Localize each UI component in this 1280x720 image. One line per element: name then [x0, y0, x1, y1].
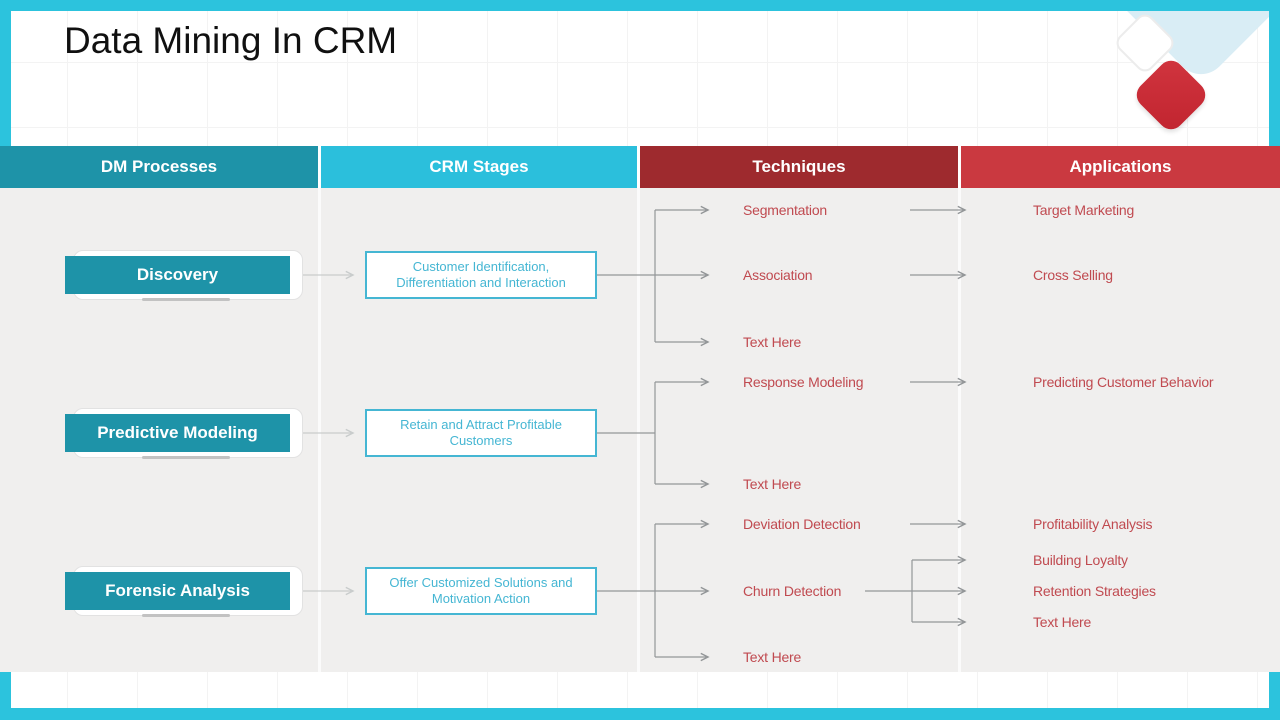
- application-text-here: Text Here: [1033, 614, 1092, 630]
- stage-box-retain: Retain and Attract Profitable Customers: [365, 409, 597, 457]
- process-card-shadow: [142, 456, 230, 459]
- connector-arrows: [301, 205, 967, 662]
- technique-text-here-2: Text Here: [743, 476, 802, 492]
- column-applications: [961, 188, 1280, 672]
- technique-segmentation: Segmentation: [743, 202, 827, 218]
- technique-text-here-1: Text Here: [743, 334, 802, 350]
- stage-box-offer: Offer Customized Solutions and Motivatio…: [365, 567, 597, 615]
- application-cross-selling: Cross Selling: [1033, 267, 1113, 283]
- column-header-row: DM Processes CRM Stages Techniques Appli…: [0, 146, 1280, 188]
- process-forensic-analysis: Forensic Analysis: [65, 572, 290, 610]
- technique-churn-detection: Churn Detection: [743, 583, 842, 599]
- header-crm-stages: CRM Stages: [321, 146, 637, 188]
- process-card-shadow: [142, 298, 230, 301]
- application-target-marketing: Target Marketing: [1033, 202, 1135, 218]
- application-building-loyalty: Building Loyalty: [1033, 552, 1128, 568]
- header-dm-processes: DM Processes: [0, 146, 318, 188]
- technique-deviation-detection: Deviation Detection: [743, 516, 861, 532]
- bottom-strip: [11, 672, 1269, 708]
- stage-box-identification: Customer Identification, Differentiation…: [365, 251, 597, 299]
- process-card-shadow: [142, 614, 230, 617]
- technique-association: Association: [743, 267, 813, 283]
- page-title: Data Mining In CRM: [64, 20, 398, 61]
- application-retention-strategies: Retention Strategies: [1033, 583, 1156, 599]
- process-discovery: Discovery: [65, 256, 290, 294]
- technique-text-here-3: Text Here: [743, 649, 802, 665]
- technique-response-modeling: Response Modeling: [743, 374, 864, 390]
- header-techniques: Techniques: [640, 146, 958, 188]
- process-predictive-modeling: Predictive Modeling: [65, 414, 290, 452]
- title-area: Data Mining In CRM: [11, 11, 1269, 146]
- header-applications: Applications: [961, 146, 1280, 188]
- diagram-body: Discovery Predictive Modeling Forensic A…: [0, 188, 1280, 672]
- application-profitability-analysis: Profitability Analysis: [1033, 516, 1153, 532]
- application-predicting-customer-behavior: Predicting Customer Behavior: [1033, 374, 1214, 390]
